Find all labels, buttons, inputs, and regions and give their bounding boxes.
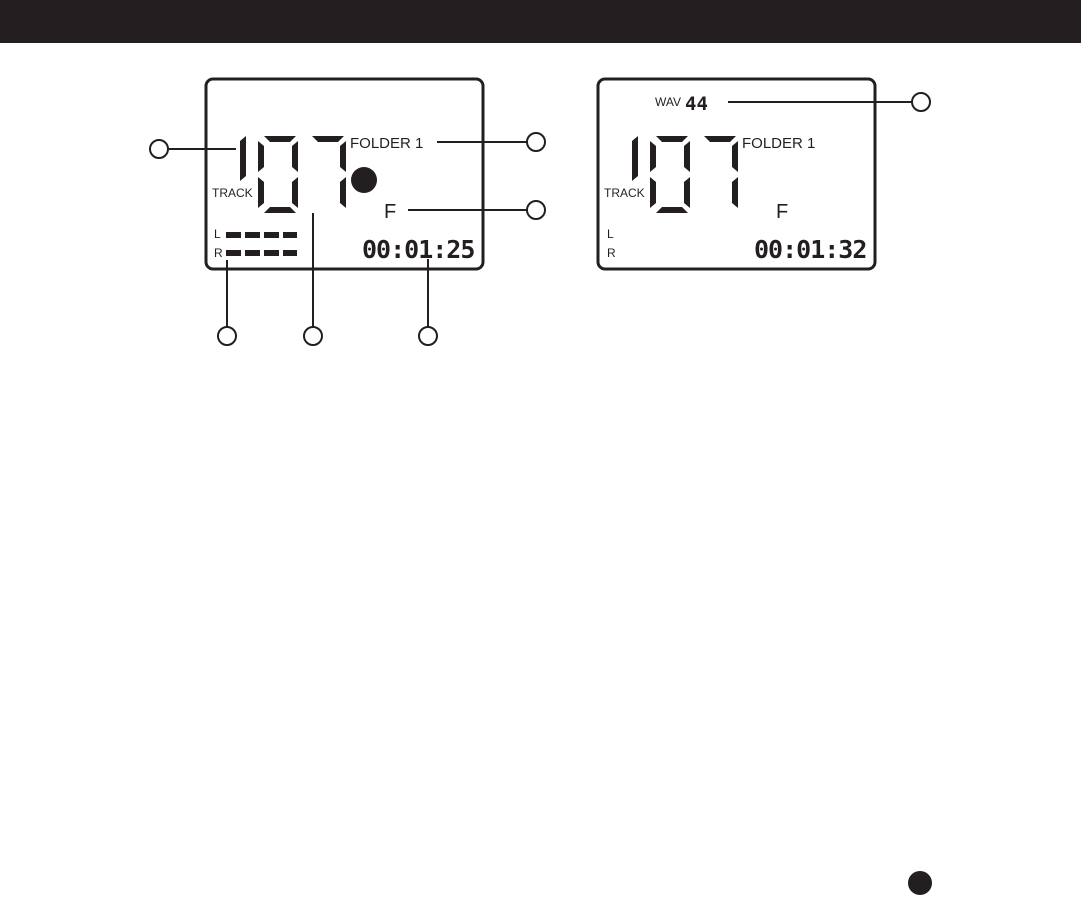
channel-left-label: L xyxy=(214,227,221,241)
lcd-playback-display: WAV 44 TRACK FOLDER 1 F L R 00:01:32 xyxy=(596,77,877,271)
folder-label: FOLDER 1 xyxy=(350,135,423,152)
lcd-frame xyxy=(204,77,485,271)
mode-letter: F xyxy=(384,201,396,223)
track-label: TRACK xyxy=(212,186,253,200)
folder-label: FOLDER 1 xyxy=(742,135,815,152)
lcd-frame xyxy=(596,77,877,271)
channel-right-label: R xyxy=(214,246,223,260)
level-meter xyxy=(226,232,297,256)
channel-right-label: R xyxy=(607,246,616,260)
format-label: WAV xyxy=(655,95,681,109)
mode-letter: F xyxy=(776,201,788,223)
elapsed-time: 00:01:32 xyxy=(754,235,866,264)
track-number-digits xyxy=(240,136,346,213)
header-bar xyxy=(0,0,1081,43)
track-label: TRACK xyxy=(604,186,645,200)
page-marker-dot xyxy=(908,871,932,895)
sample-rate: 44 xyxy=(685,93,708,115)
recording-indicator-icon xyxy=(351,167,377,193)
track-number-digits xyxy=(632,136,738,213)
callouts xyxy=(149,92,931,346)
elapsed-time: 00:01:25 xyxy=(362,235,474,264)
channel-left-label: L xyxy=(607,227,614,241)
lcd-recording-display: TRACK FOLDER 1 F L R 00:01:25 xyxy=(204,77,485,271)
